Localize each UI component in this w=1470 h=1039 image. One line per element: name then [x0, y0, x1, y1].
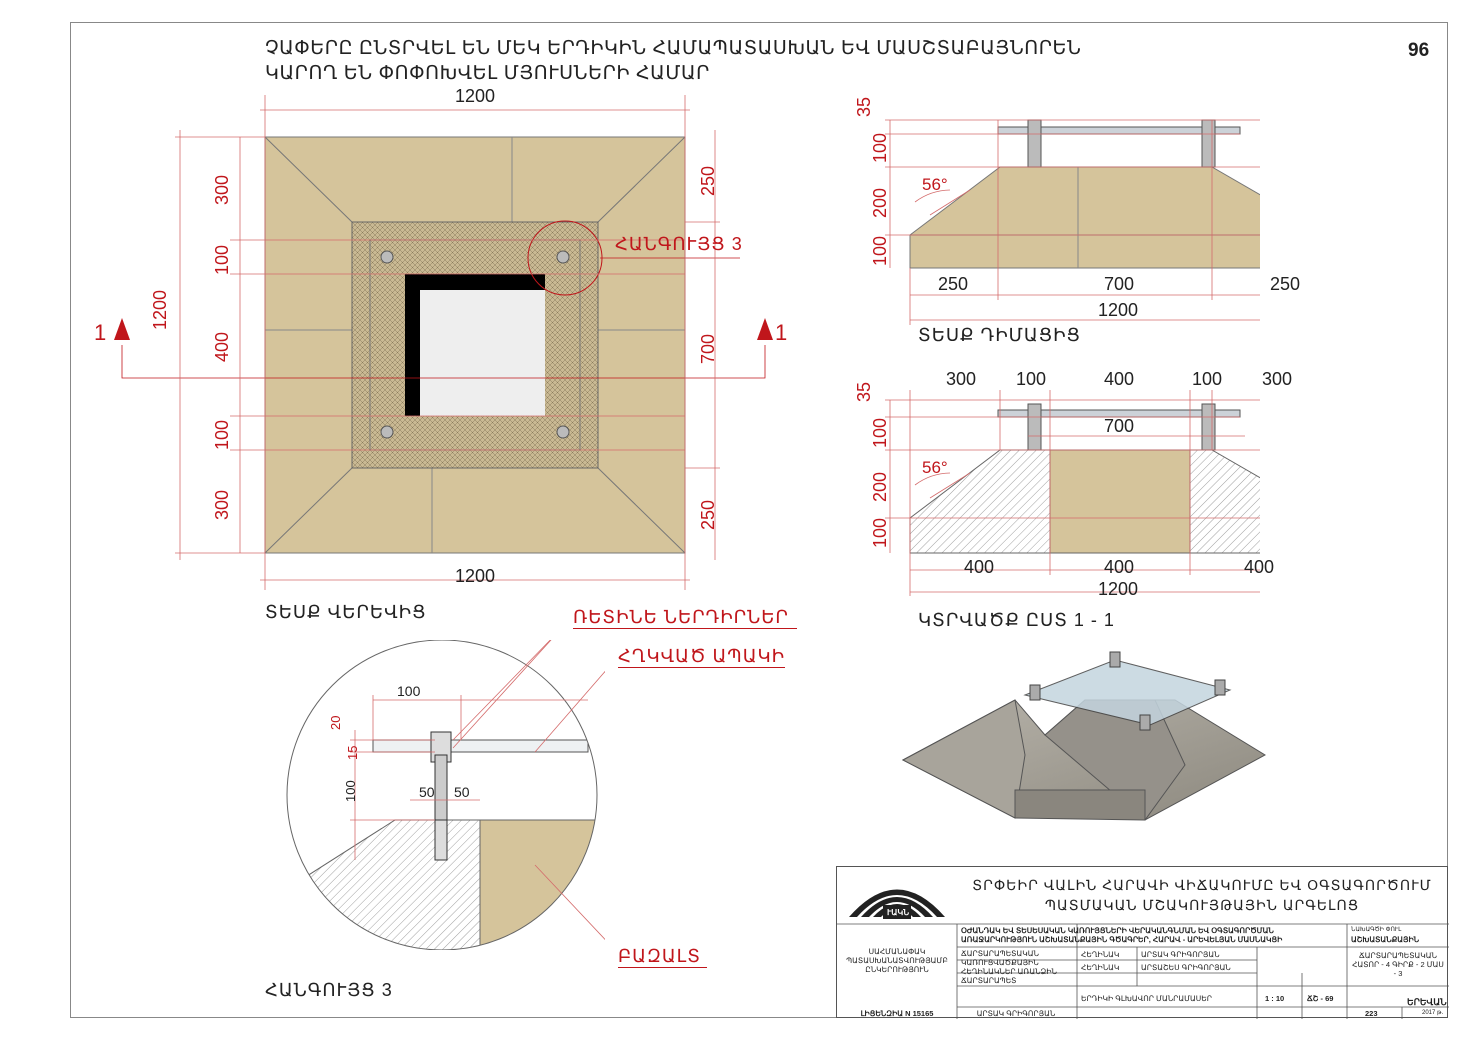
drawing-frame: [70, 22, 1448, 1018]
section-dim-200: 200: [870, 471, 890, 502]
section-dim-bottom-3: 400: [1244, 557, 1275, 577]
front-dim-bottom-1: 250: [938, 274, 969, 294]
section-names: ՃԱՐՏԱՐԱՊԵՏԱԿԱՆ ՀԱՏՈՐ - 4 ԳԻՐՔ - 2 ՄԱՍ - …: [1352, 951, 1444, 978]
detail-dim-50b: 50: [454, 784, 470, 800]
plan-dim-left-3: 400: [212, 331, 232, 362]
detail-label-basalt: ԲԱԶԱԼՏ: [618, 946, 707, 968]
front-dim-total: 1200: [1098, 300, 1139, 320]
company-name: ՍԱՀՄԱՆԱՓԱԿ ՊԱՏԱՍԽԱՆԱՏՎՈՒԹՅԱՄԲ ԸՆԿԵՐՈՒԹՅՈ…: [846, 947, 948, 974]
plan-dimensions: [175, 95, 720, 590]
section-dim-100a: 100: [870, 417, 890, 448]
plan-dim-right-3: 250: [698, 499, 718, 530]
plan-dim-right-2: 700: [698, 333, 718, 364]
plan-dim-left-total: 1200: [150, 289, 170, 330]
section-dim-top-4: 100: [1192, 369, 1223, 389]
page-number: 96: [1408, 40, 1430, 61]
author-2: ԱՐՏԱՇԵՍ ԳՐԻԳՈՐՅԱՆ: [1141, 963, 1231, 972]
plan-dim-left-5: 300: [212, 489, 232, 520]
detail-label-glass: ՀՂԿՎԱԾ ԱՊԱԿԻ: [618, 646, 786, 668]
chief: ԱՐՏԱԿ ԳՐԻԳՈՐՅԱՆ: [976, 1009, 1056, 1018]
detail-dim-15: 15: [345, 745, 360, 760]
project-title: ՕԺԱՆԴԱԿ ԵՎ ՏԵՍԵՍԱԿԱՆ ԿԱՌՈՒՅՑՆԵՐԻ ՎԵՐԱԿԱՆ…: [961, 926, 1283, 944]
front-angle: 56°: [922, 175, 948, 194]
front-title: ՏԵՍՔ ԴԻՄԱՑԻՑ: [918, 325, 1081, 345]
scale: 1 : 10: [1265, 994, 1285, 1003]
section-view: [885, 390, 1260, 596]
plan-dim-right-1: 250: [698, 165, 718, 196]
isometric-view: [901, 651, 1267, 821]
section-dim-bottom-1: 400: [964, 557, 995, 577]
general-note: ՉԱՓԵՐԸ ԸՆՏՐՎԵԼ ԵՆ ՄԵԿ ԵՐԴԻԿԻՆ ՀԱՄԱՊԱՏԱՍԽ…: [265, 36, 1082, 86]
drawing-name: ԵՐԴԻԿԻ ԳԼԽԱՎՈՐ ՄԱՆՐԱՄԱՍԵՐ: [1081, 994, 1212, 1003]
front-dim-bottom-3: 250: [1270, 274, 1301, 294]
plan-dim-top: 1200: [455, 86, 496, 106]
section-dim-100b: 100: [870, 517, 890, 548]
designer-role-1: ՀԵՂԻՆԱԿ: [1081, 950, 1120, 959]
detail-title: ՀԱՆԳՈՒՅՑ 3: [265, 980, 393, 1000]
sheet-code: ՃՇ - 69: [1307, 994, 1334, 1003]
front-view: [885, 119, 1260, 325]
front-dim-100b: 100: [870, 235, 890, 266]
plan-dim-left-2: 100: [212, 244, 232, 275]
section-dim-35: 35: [854, 381, 874, 402]
author-1: ԱՐՏԱԿ ԳՐԻԳՈՐՅԱՆ: [1141, 950, 1220, 959]
plan-section-label-left: 1: [94, 320, 108, 345]
section-dim-bottom-2: 400: [1104, 557, 1135, 577]
detail-view: [286, 640, 605, 950]
front-dim-100a: 100: [870, 132, 890, 163]
detail-dim-100-top: 100: [397, 683, 421, 699]
detail-label-rubber: ՌԵՏԻՆԵ ՆԵՐԴԻՐՆԵՐ: [573, 607, 797, 629]
plan-detail-callout: ՀԱՆԳՈՒՅՑ 3: [615, 234, 743, 254]
title-block: ՒԱԿՆ ՏՐՓԵԻՐ ՎԱԼԻՆ ՀԱՐԱՎԻ ՎԻՃԱԿՈՒՄԸ ԵՎ ՕԳ…: [836, 866, 1449, 1019]
note-line-1: ՉԱՓԵՐԸ ԸՆՏՐՎԵԼ ԵՆ ՄԵԿ ԵՐԴԻԿԻՆ ՀԱՄԱՊԱՏԱՍԽ…: [265, 38, 1082, 59]
note-line-2: ԿԱՐՈՂ ԵՆ ՓՈՓՈԽՎԵԼ ՄՅՈՒՍՆԵՐԻ ՀԱՄԱՐ: [265, 63, 710, 84]
section-dim-top-2: 100: [1016, 369, 1047, 389]
section-dim-top-5: 300: [1262, 369, 1293, 389]
section-angle: 56°: [922, 458, 948, 477]
section-dim-inner: 700: [1104, 416, 1135, 436]
plan-dim-left-4: 100: [212, 419, 232, 450]
plan-dim-bottom: 1200: [455, 566, 496, 586]
section-title: ԿՏՐՎԱԾՔ ԸՍՏ 1 - 1: [918, 610, 1115, 630]
detail-dim-50a: 50: [419, 784, 435, 800]
front-dim-bottom-2: 700: [1104, 274, 1135, 294]
detail-dim-20: 20: [328, 715, 343, 730]
section-dim-top-1: 300: [946, 369, 977, 389]
detail-dim-100-left: 100: [343, 780, 358, 802]
designer-role-2: ՀԵՂԻՆԱԿ: [1081, 963, 1120, 972]
stage: ԱՇԽԱՏԱՆՔԱՅԻՆ: [1351, 935, 1420, 944]
license-number: ԼԻՑԵՆԶԻԱ N 15165: [860, 1009, 934, 1018]
plan-section-label-right: 1: [775, 320, 789, 345]
logo-text: ՒԱԿՆ: [887, 908, 910, 917]
front-dim-200: 200: [870, 187, 890, 218]
front-dim-35: 35: [854, 96, 874, 117]
plan-dim-left-1: 300: [212, 174, 232, 205]
title-block-grid: [837, 889, 1449, 1019]
plan-view: [114, 136, 773, 554]
city: ԵՐԵՎԱՆ: [1407, 997, 1447, 1007]
org-line-1: ՏՐՓԵԻՐ ՎԱԼԻՆ ՀԱՐԱՎԻ ՎԻՃԱԿՈՒՄԸ ԵՎ ՕԳՏԱԳՈՐ…: [972, 877, 1432, 893]
stage-label: ՆԱԽԱԳԾԻ ՓՈՒԼ: [1351, 927, 1402, 933]
year: 2017 թ.: [1422, 1010, 1444, 1016]
sheet-number: 223: [1365, 1009, 1378, 1018]
section-dim-total: 1200: [1098, 579, 1139, 599]
plan-title: ՏԵՍՔ ՎԵՐԵՎԻՑ: [265, 602, 427, 622]
notes: ՃԱՐՏԱՐԱՊԵՏԱԿԱՆ ԿԱՌՈՒՑՎԱԾՔԱՅԻՆ ՀԵՂԻՆԱԿՆԵՐ…: [961, 949, 1057, 985]
org-line-2: ՊԱՏՄԱԿԱՆ ՄՇԱԿՈՒՅԹԱՅԻՆ ԱՐԳԵԼՈՑ: [1044, 897, 1360, 913]
section-dim-top-3: 400: [1104, 369, 1135, 389]
